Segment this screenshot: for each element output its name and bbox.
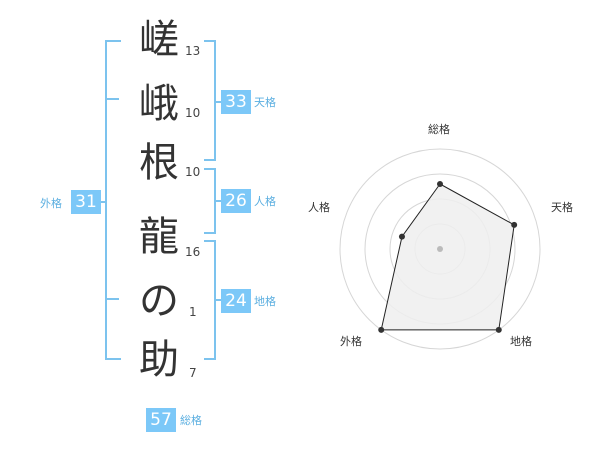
- gaikaku-label: 外格: [40, 197, 62, 210]
- jinkaku-bracket-connector: [216, 200, 221, 202]
- tenkaku-label: 天格: [254, 96, 276, 109]
- gaikaku-badge: 31: [71, 190, 101, 214]
- gaikaku-bracket-connector: [100, 201, 105, 203]
- jinkaku-label: 人格: [254, 195, 276, 208]
- chikaku-bracket: [204, 240, 216, 360]
- radar-point-1: [437, 181, 443, 187]
- stroke-count-2: 10: [185, 106, 201, 120]
- soukaku-badge: 57: [146, 408, 176, 432]
- name-char-4: 龍: [139, 214, 179, 260]
- name-char-6: 助: [139, 337, 179, 383]
- radar-axis-label-jinkaku: 人格: [308, 201, 330, 214]
- radar-grid-ring: [339, 148, 541, 350]
- stroke-count-6: 7: [189, 366, 197, 380]
- chikaku-label: 地格: [254, 295, 276, 308]
- radar-axis-label-tenkaku: 天格: [551, 201, 573, 214]
- radar-point-4: [378, 326, 385, 333]
- stroke-count-1: 13: [185, 44, 201, 58]
- gaikaku-bracket-tick-lower: [107, 298, 119, 300]
- stroke-count-4: 16: [185, 245, 201, 259]
- tenkaku-badge: 33: [221, 90, 251, 114]
- radar-point-3: [495, 326, 502, 333]
- chikaku-badge: 24: [221, 289, 251, 313]
- name-char-5: の: [139, 278, 179, 324]
- chikaku-bracket-connector: [216, 299, 221, 301]
- radar-axis-label-chikaku: 地格: [510, 335, 532, 348]
- gaikaku-bracket: [105, 40, 121, 360]
- radar-axis-label-gaikaku: 外格: [340, 335, 362, 348]
- jinkaku-bracket: [204, 168, 216, 234]
- gaikaku-bracket-tick-upper: [107, 98, 119, 100]
- radar-point-5: [398, 233, 405, 240]
- radar-center-point: [437, 246, 443, 252]
- name-char-1: 嵯: [139, 17, 179, 63]
- radar-axis-label-soukaku: 総格: [428, 123, 450, 136]
- jinkaku-badge: 26: [221, 189, 251, 213]
- tenkaku-bracket-connector: [216, 101, 221, 103]
- tenkaku-bracket: [204, 40, 216, 161]
- name-char-2: 峨: [139, 81, 179, 127]
- name-char-3: 根: [139, 140, 179, 186]
- soukaku-label: 総格: [180, 414, 202, 427]
- stroke-count-3: 10: [185, 165, 201, 179]
- radar-series-polygon: [380, 183, 515, 331]
- stroke-count-5: 1: [189, 305, 197, 319]
- radar-point-2: [511, 221, 518, 228]
